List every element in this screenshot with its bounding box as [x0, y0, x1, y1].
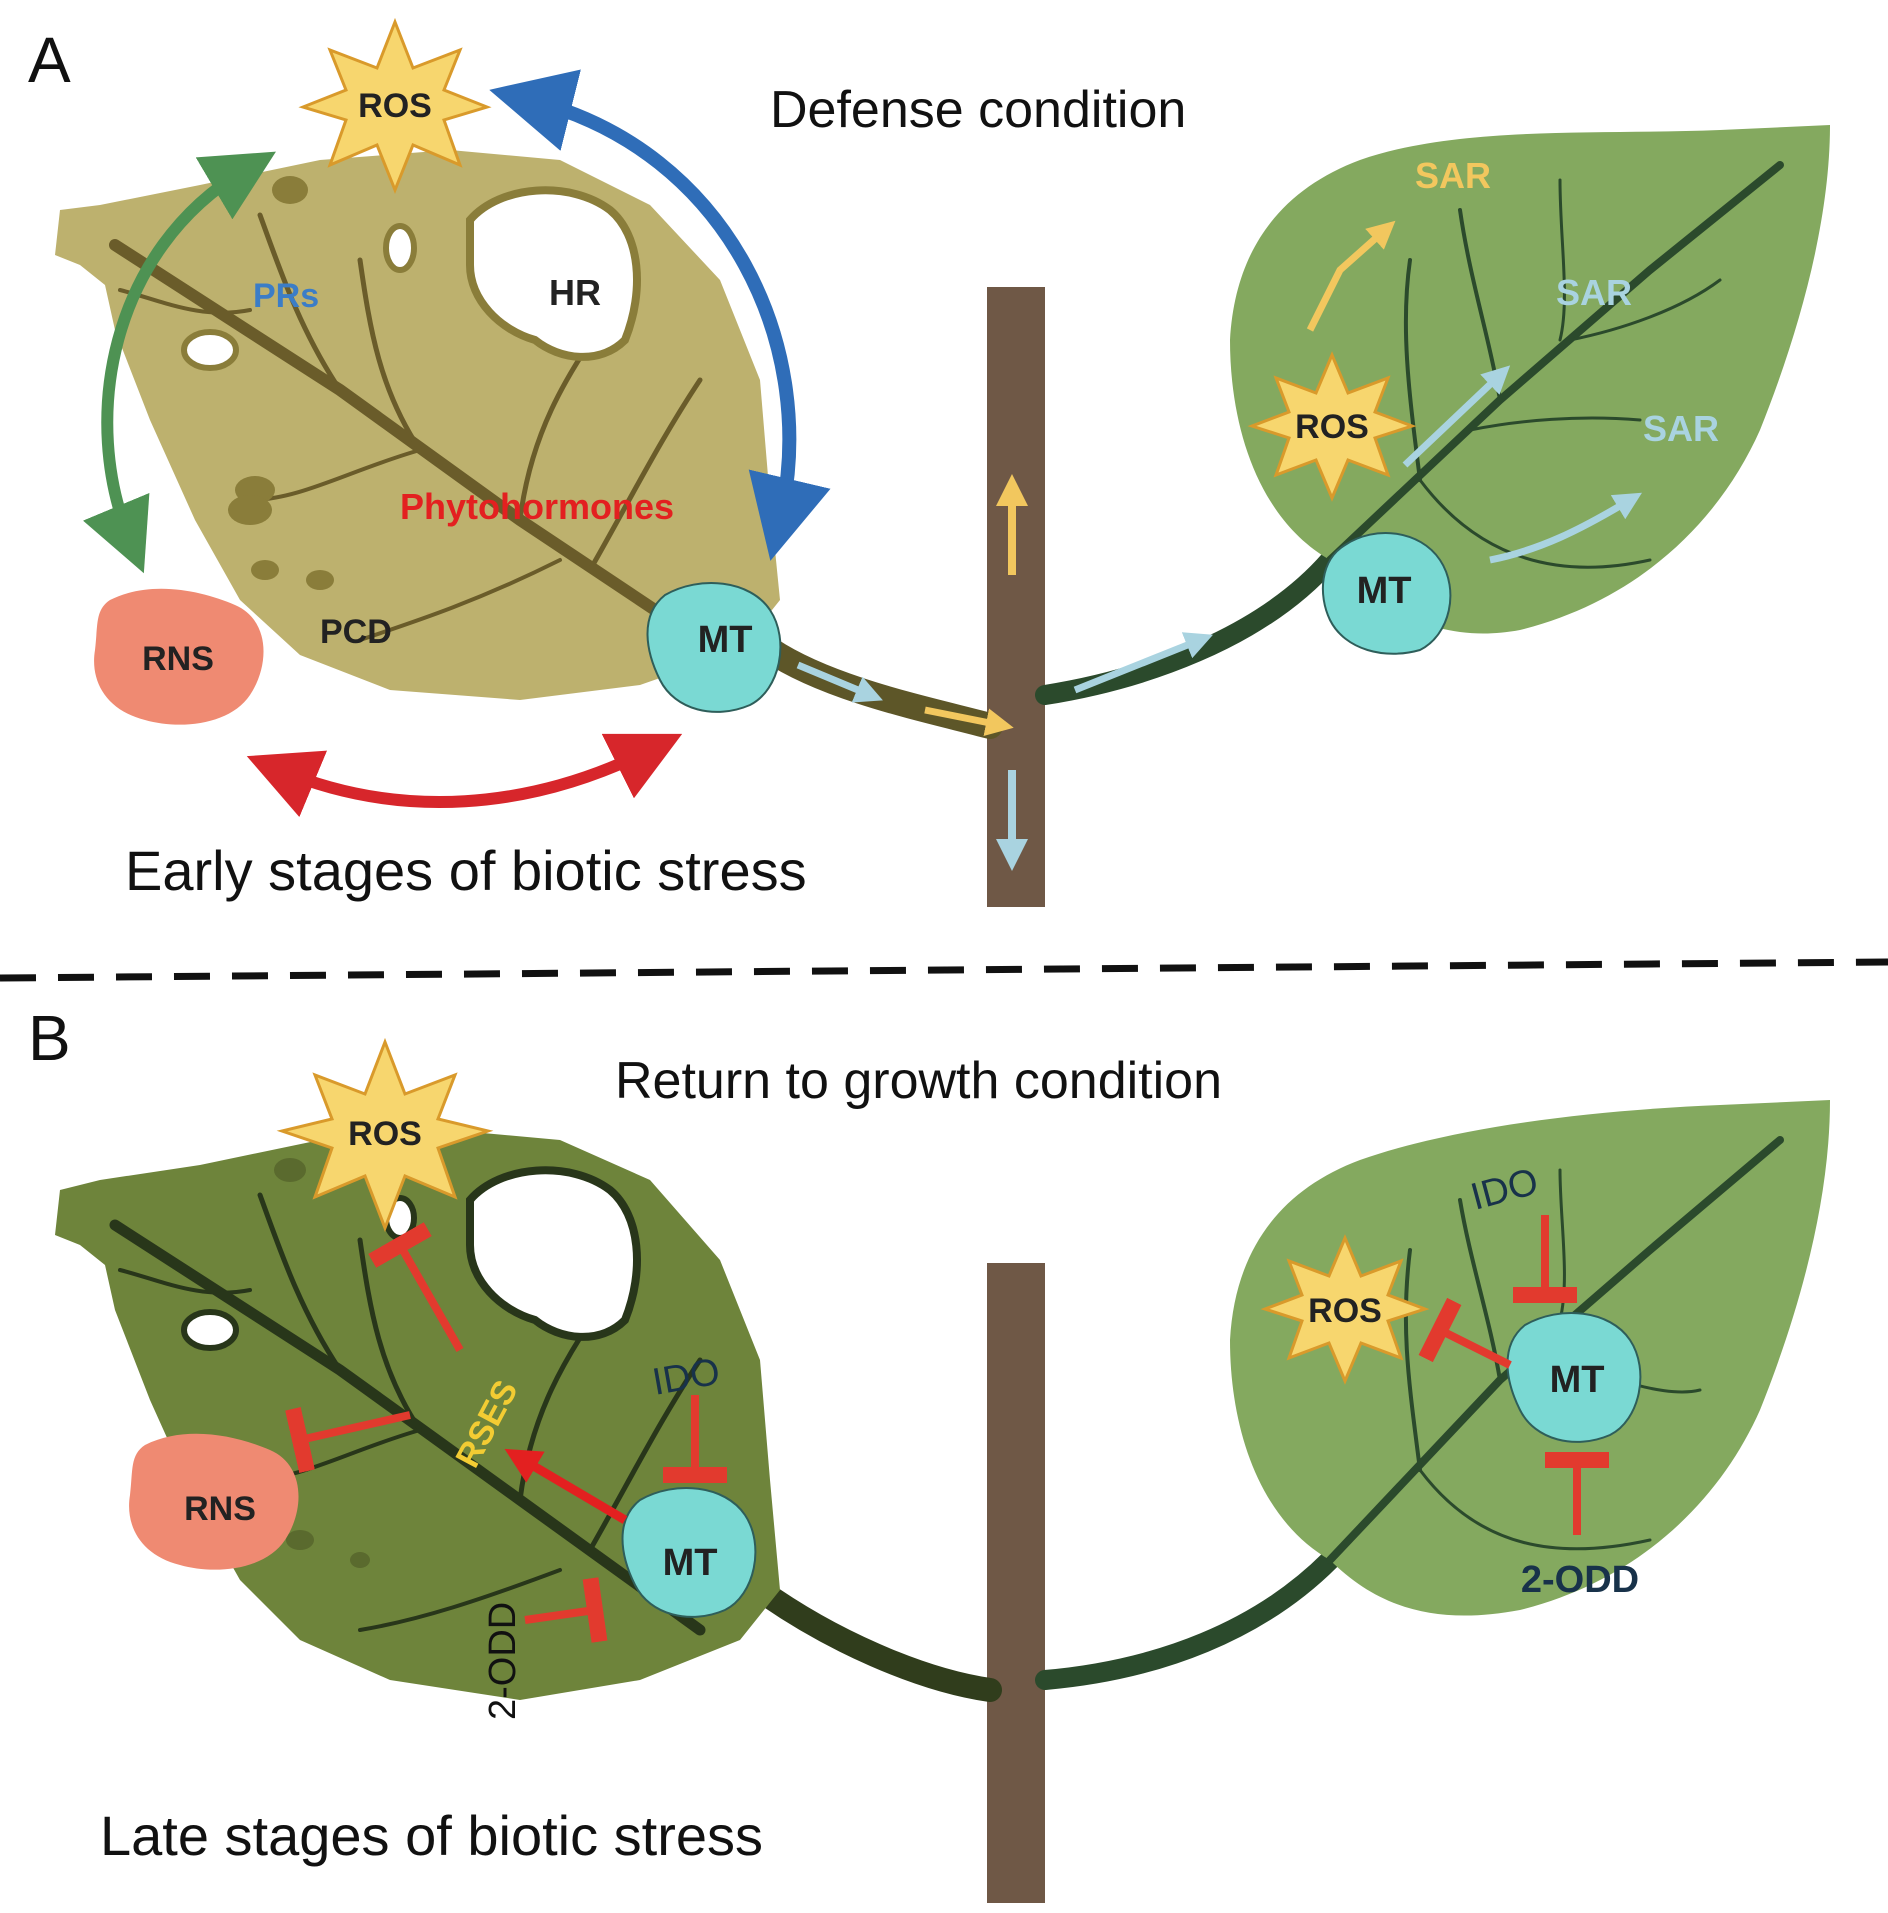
- prs-label: PRs: [253, 277, 319, 315]
- mt-label-b-left: MT: [663, 1542, 718, 1584]
- petiole-arrow-yellow-a: [924, 706, 1014, 736]
- sar-label-1: SAR: [1415, 155, 1491, 196]
- veins-right-a: [1326, 161, 1784, 569]
- hole-left-b: [181, 1309, 239, 1351]
- ros-label-a-right: ROS: [1295, 408, 1369, 446]
- panel-a-subtitle: Early stages of biotic stress: [125, 839, 807, 902]
- inhibit-ros-b: [368, 1222, 464, 1352]
- sar-label-3: SAR: [1643, 408, 1719, 449]
- pcd-label: PCD: [320, 613, 392, 651]
- mt-label-a-left: MT: [698, 619, 753, 661]
- mt-blob-a-right: [1321, 532, 1452, 655]
- panel-letter-b: B: [28, 1002, 71, 1074]
- sar-label-2: SAR: [1556, 272, 1632, 313]
- inhibit-odd-b: [524, 1577, 608, 1643]
- petiole-left-b: [748, 1578, 1002, 1702]
- sar-arrow-yellow: [1306, 220, 1396, 332]
- panel-a-title: Defense condition: [770, 81, 1186, 139]
- sar-arrow-lb-2: [1489, 492, 1643, 564]
- ros-label-a: ROS: [358, 87, 432, 125]
- petiole-arrow-blue-a: [796, 661, 883, 703]
- ros-label-b-right: ROS: [1308, 1292, 1382, 1330]
- phytohormones-label: Phytohormones: [400, 486, 674, 527]
- mt-label-b-right: MT: [1550, 1359, 1605, 1401]
- panel-b-title: Return to growth condition: [615, 1052, 1222, 1110]
- rns-label-b: RNS: [184, 1490, 256, 1528]
- rns-blob-b: [129, 1433, 299, 1570]
- mt-blob-a-left: [646, 582, 782, 713]
- sar-arrow-lb-1: [1402, 365, 1511, 468]
- ros-star-a: [298, 17, 492, 195]
- panel-letter-a: A: [28, 24, 71, 96]
- blue-arrow-a: [489, 69, 831, 561]
- green-arrow-a: [82, 151, 276, 574]
- ros-star-a-right: [1247, 351, 1417, 502]
- rses-arrow-b: [504, 1448, 628, 1524]
- petiole-right-b: [1035, 1550, 1340, 1690]
- petiole-arrow-right-a: [1073, 632, 1213, 694]
- panel-divider: [0, 958, 1888, 982]
- mt-blob-b-left: [621, 1487, 757, 1618]
- mt-label-a-right: MT: [1357, 570, 1412, 612]
- hr-label: HR: [549, 272, 601, 313]
- odd-label-b-left: 2-ODD: [482, 1602, 524, 1720]
- hole-b: [466, 1166, 641, 1341]
- hole-small-a: [383, 223, 417, 273]
- rns-blob-a: [94, 588, 264, 725]
- ros-star-b-right: [1260, 1234, 1430, 1385]
- mt-blob-b-right: [1506, 1312, 1642, 1443]
- lesions-b: [274, 1158, 370, 1568]
- rns-label-a: RNS: [142, 640, 214, 678]
- stem-b: [987, 1263, 1045, 1903]
- inhibit-ros-b-right: [1418, 1297, 1512, 1369]
- inhibit-rns-b: [285, 1407, 411, 1473]
- petiole-right-a: [1035, 550, 1340, 705]
- red-arrow-a: [246, 733, 683, 818]
- panel-b-subtitle: Late stages of biotic stress: [100, 1804, 763, 1867]
- ros-label-b: ROS: [348, 1115, 422, 1153]
- odd-label-b-right: 2-ODD: [1521, 1559, 1639, 1601]
- hole-left-a: [181, 329, 239, 371]
